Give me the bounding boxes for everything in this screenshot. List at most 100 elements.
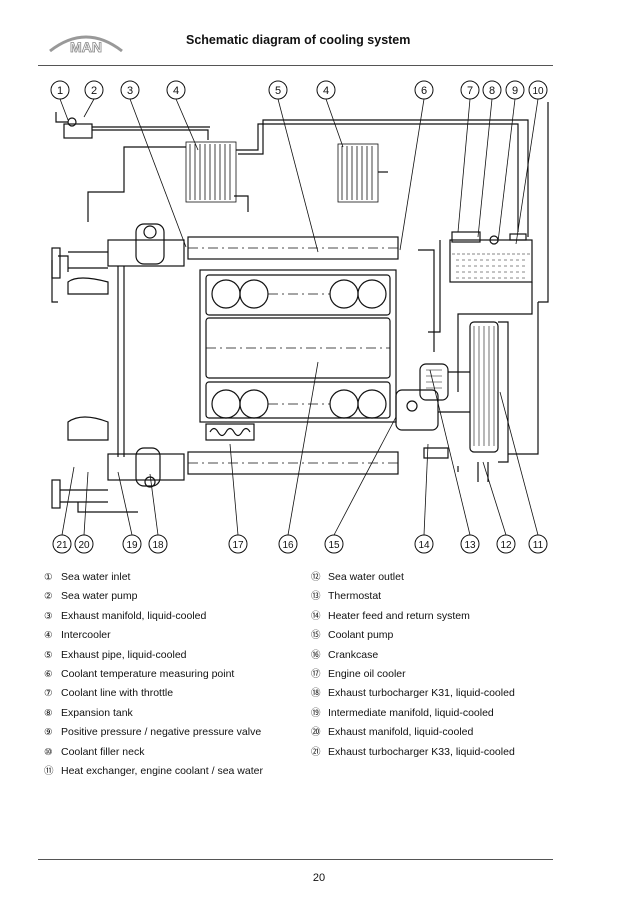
callout-14: 14 xyxy=(414,534,434,554)
page-number: 20 xyxy=(312,872,326,884)
callout-text: 17 xyxy=(232,540,244,551)
callout-text: 11 xyxy=(533,540,544,551)
callout-text: 5 xyxy=(275,85,281,97)
leader-lines xyxy=(59,98,539,536)
legend-item: ⑭ Heater feed and return system xyxy=(311,607,515,626)
legend-number: ⑩ xyxy=(44,746,53,758)
callout-1: 1 xyxy=(50,80,70,100)
legend-number: ⑤ xyxy=(44,649,53,661)
legend-number: ⑱ xyxy=(311,688,321,700)
callout-text: 7 xyxy=(467,85,473,97)
legend-label: Exhaust pipe, liquid-cooled xyxy=(61,648,187,661)
sea-water-outlet xyxy=(477,462,489,482)
callout-20: 20 xyxy=(74,534,94,554)
legend-label: Thermostat xyxy=(328,590,382,603)
callout-text: 19 xyxy=(126,540,138,551)
callout-3: 3 xyxy=(120,80,140,100)
callout-text: 4 xyxy=(173,85,179,97)
legend-label: Positive pressure / negative pressure va… xyxy=(61,726,262,739)
callout-11: 11 xyxy=(528,534,548,554)
legend-number: ② xyxy=(44,591,53,603)
page-title: Schematic diagram of cooling system xyxy=(186,33,411,47)
legend-number: ③ xyxy=(44,610,53,622)
thermostat xyxy=(419,363,449,401)
sea-water-inlet xyxy=(55,112,93,139)
legend-number: ⑨ xyxy=(44,727,53,739)
callout-text: 21 xyxy=(56,540,68,551)
callout-text: 9 xyxy=(512,85,518,97)
legend-number: ⑪ xyxy=(44,766,54,778)
heat-exchanger xyxy=(469,321,499,453)
callout-15: 15 xyxy=(324,534,344,554)
intercooler-left xyxy=(185,141,237,203)
legend-item: ⑬ Thermostat xyxy=(311,587,515,606)
legend-number: ⑯ xyxy=(311,649,321,661)
legend-label: Heater feed and return system xyxy=(328,609,470,622)
exhaust-pipe-top xyxy=(187,236,399,260)
coolant-line-top xyxy=(236,123,519,232)
legend-item: ⑩ Coolant filler neck xyxy=(44,743,263,762)
legend-item: ⑤ Exhaust pipe, liquid-cooled xyxy=(44,646,263,665)
legend-label: Coolant filler neck xyxy=(61,745,145,758)
legend-label: Crankcase xyxy=(328,648,379,661)
legend-label: Engine oil cooler xyxy=(328,668,406,681)
callout-10: 10 xyxy=(528,80,548,100)
callout-text: 14 xyxy=(418,540,430,551)
legend-number: ④ xyxy=(44,630,53,642)
legend-label: Sea water pump xyxy=(61,590,138,603)
callout-16: 16 xyxy=(278,534,298,554)
legend-item: ⑮ Coolant pump xyxy=(311,626,515,645)
legend-number: ① xyxy=(44,572,53,583)
callout-18: 18 xyxy=(148,534,168,554)
legend-label: Expansion tank xyxy=(61,706,133,719)
logo-text: MAN xyxy=(70,39,102,55)
legend-label: Heat exchanger, engine coolant / sea wat… xyxy=(61,765,263,778)
legend-label: Sea water outlet xyxy=(328,571,404,583)
callout-6: 6 xyxy=(414,80,434,100)
callout-text: 1 xyxy=(57,85,63,97)
legend-item: ④ Intercooler xyxy=(44,626,263,645)
legend-number: ⑭ xyxy=(311,610,321,622)
callout-4b: 4 xyxy=(316,80,336,100)
callout-21: 21 xyxy=(52,534,72,554)
legend-label: Exhaust manifold, liquid-cooled xyxy=(61,609,207,622)
legend-item: ⑥ Coolant temperature measuring point xyxy=(44,665,263,684)
legend-label: Intermediate manifold, liquid-cooled xyxy=(328,706,494,719)
legend-label: Coolant line with throttle xyxy=(61,687,174,700)
legend-item: ① Sea water inlet xyxy=(44,568,263,587)
turbocharger-bottom xyxy=(51,416,185,513)
legend-number: ⑧ xyxy=(44,707,53,719)
legend-label: Intercooler xyxy=(61,629,111,642)
callout-4: 4 xyxy=(166,80,186,100)
legend-label: Coolant temperature measuring point xyxy=(61,668,235,681)
legend-number: ⑬ xyxy=(311,591,321,603)
exhaust-pipe-bottom xyxy=(187,451,399,475)
man-logo: MAN xyxy=(49,35,123,55)
legend-label: Coolant pump xyxy=(328,629,394,642)
legend-item: ⑪ Heat exchanger, engine coolant / sea wa… xyxy=(44,762,263,781)
legend-left: ① Sea water inlet ② Sea water pump ③ Exhaus… xyxy=(44,568,263,781)
callout-8: 8 xyxy=(482,80,502,100)
legend-item: ② Sea water pump xyxy=(44,587,263,606)
legend-label: Sea water inlet xyxy=(61,571,131,583)
legend-number: ㉑ xyxy=(311,746,321,758)
callout-19: 19 xyxy=(122,534,142,554)
callout-5: 5 xyxy=(268,80,288,100)
callout-text: 2 xyxy=(91,85,97,97)
callouts-bottom: 21 20 19 18 17 16 15 14 13 12 11 xyxy=(52,534,548,554)
legend-number: ⑮ xyxy=(311,630,321,642)
legend-number: ⑲ xyxy=(311,707,321,719)
legend-label: Exhaust turbocharger K31, liquid-cooled xyxy=(328,687,515,700)
legend-number: ⑥ xyxy=(44,669,53,681)
engine-oil-cooler xyxy=(205,423,255,441)
callout-text: 16 xyxy=(282,540,294,551)
legend-item: ⑨ Positive pressure / negative pressure v… xyxy=(44,723,263,742)
callout-text: 8 xyxy=(489,85,495,97)
legend-item: ⑱ Exhaust turbocharger K31, liquid-cooled xyxy=(311,684,515,703)
coolant-pump xyxy=(395,389,439,431)
legend-number: ⑳ xyxy=(311,727,321,739)
legend-item: ⑯ Crankcase xyxy=(311,646,515,665)
